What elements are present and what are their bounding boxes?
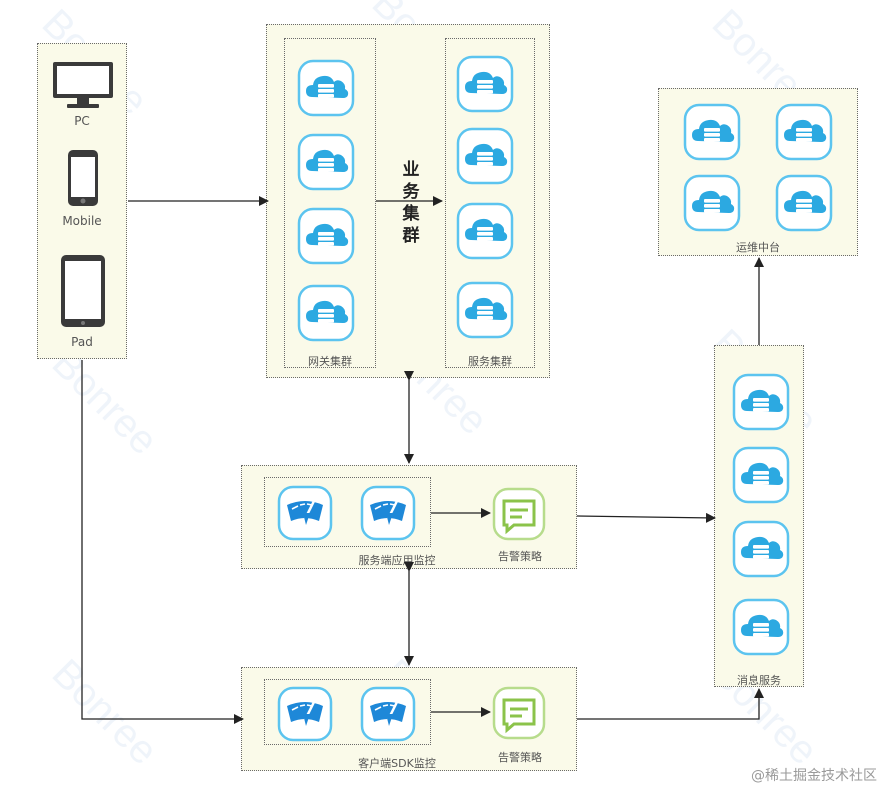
cloud-server-icon [683,103,741,161]
monitor-gauge-icon [277,686,333,742]
cloud-server-icon [297,207,355,265]
cloud-server-icon [297,284,355,342]
cloud-server-icon [732,373,790,431]
arrow-client-monitor-to-message [577,688,764,720]
gateway-cluster-box: 网关集群 [284,38,376,368]
service-cluster-label: 服务集群 [468,355,512,368]
cloud-server-icon [456,55,514,113]
server-apm-group [264,477,431,547]
tablet-icon [60,254,106,328]
server-monitor-label: 服务端应用监控 [358,554,436,567]
cloud-server-icon [732,446,790,504]
cloud-server-icon [775,174,833,232]
cloud-server-icon [456,127,514,185]
pc-label: PC [74,114,90,128]
cloud-server-icon [732,520,790,578]
cloud-server-icon [297,59,355,117]
business-cluster-title: 业 务 集 群 [402,160,420,246]
monitor-gauge-icon [360,686,416,742]
cloud-server-icon [775,103,833,161]
cloud-server-icon [683,174,741,232]
ops-platform-label: 运维中台 [736,241,780,254]
devices-panel: PC Mobile Pad [37,43,127,359]
server-alert-label: 告警策略 [498,550,542,563]
cloud-server-icon [297,133,355,191]
mobile-label: Mobile [62,214,102,228]
pad-label: Pad [71,335,93,349]
service-cluster-box: 服务集群 [445,38,535,368]
monitor-gauge-icon [360,485,416,541]
alert-policy-icon [492,487,546,541]
client-alert-label: 告警策略 [498,751,542,764]
arrow-devices-to-client-monitor [81,360,244,724]
gateway-cluster-label: 网关集群 [308,355,352,368]
monitor-icon [51,60,115,110]
client-monitor-label: 客户端SDK监控 [358,757,436,770]
smartphone-icon [67,149,99,207]
arrow-server-monitor-to-message [576,512,716,523]
cloud-server-icon [456,281,514,339]
footer-credit: @稀土掘金技术社区 [751,768,877,784]
client-sdk-group [264,679,431,745]
cloud-server-icon [456,202,514,260]
alert-policy-icon [492,686,546,740]
cloud-server-icon [732,598,790,656]
monitor-gauge-icon [277,485,333,541]
message-service-label: 消息服务 [737,674,781,687]
